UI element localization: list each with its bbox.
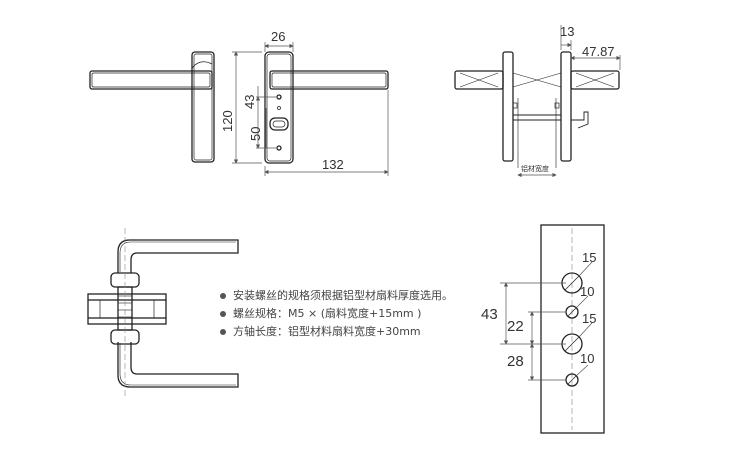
note-item: 安装螺丝的规格须根据铝型材扇料厚度选用。 xyxy=(220,287,520,305)
handle-view-left xyxy=(89,51,215,163)
dim-thickness: 13 xyxy=(560,24,574,39)
dim-hole-diameter-1: 15 xyxy=(582,250,596,265)
dimension-lines-front xyxy=(232,42,389,176)
bullet-icon xyxy=(220,329,226,335)
dim-rose-width: 26 xyxy=(271,29,285,44)
dim-hole-diameter-2: 10 xyxy=(580,284,594,299)
note-text: 安装螺丝的规格须根据铝型材扇料厚度选用。 xyxy=(233,289,453,302)
note-text: 方轴长度：铝型材料扇料宽度+30mm xyxy=(233,325,421,338)
dim-hole-spacing-total: 43 xyxy=(481,306,498,323)
dim-keyhole-offset: 50 xyxy=(248,127,263,141)
handle-assembly-section xyxy=(87,239,239,388)
dim-handle-length: 132 xyxy=(322,157,344,172)
note-item: 螺丝规格：M5 × (扇料宽度+15mm ) xyxy=(220,305,520,323)
note-text: 螺丝规格：M5 × (扇料宽度+15mm ) xyxy=(233,307,422,320)
handle-view-front xyxy=(264,51,389,164)
dim-hole-spacing-upper: 22 xyxy=(507,318,524,335)
dim-hole-spacing-lower: 28 xyxy=(507,353,524,370)
note-item: 方轴长度：铝型材料扇料宽度+30mm xyxy=(220,323,520,341)
dim-screw-offset: 43 xyxy=(242,95,257,109)
handle-view-side xyxy=(454,51,620,168)
bullet-icon xyxy=(220,293,226,299)
bullet-icon xyxy=(220,311,226,317)
installation-notes: 安装螺丝的规格须根据铝型材扇料厚度选用。 螺丝规格：M5 × (扇料宽度+15m… xyxy=(220,287,520,341)
dim-hole-diameter-3: 15 xyxy=(582,311,596,326)
dim-rose-height: 120 xyxy=(220,110,235,132)
dim-projection: 47.87 xyxy=(582,44,615,59)
dimension-lines-side xyxy=(517,25,621,178)
side-view-label: 铝材宽度 xyxy=(521,164,549,173)
dimension-lines-holes xyxy=(500,261,593,381)
dim-hole-diameter-4: 10 xyxy=(580,351,594,366)
